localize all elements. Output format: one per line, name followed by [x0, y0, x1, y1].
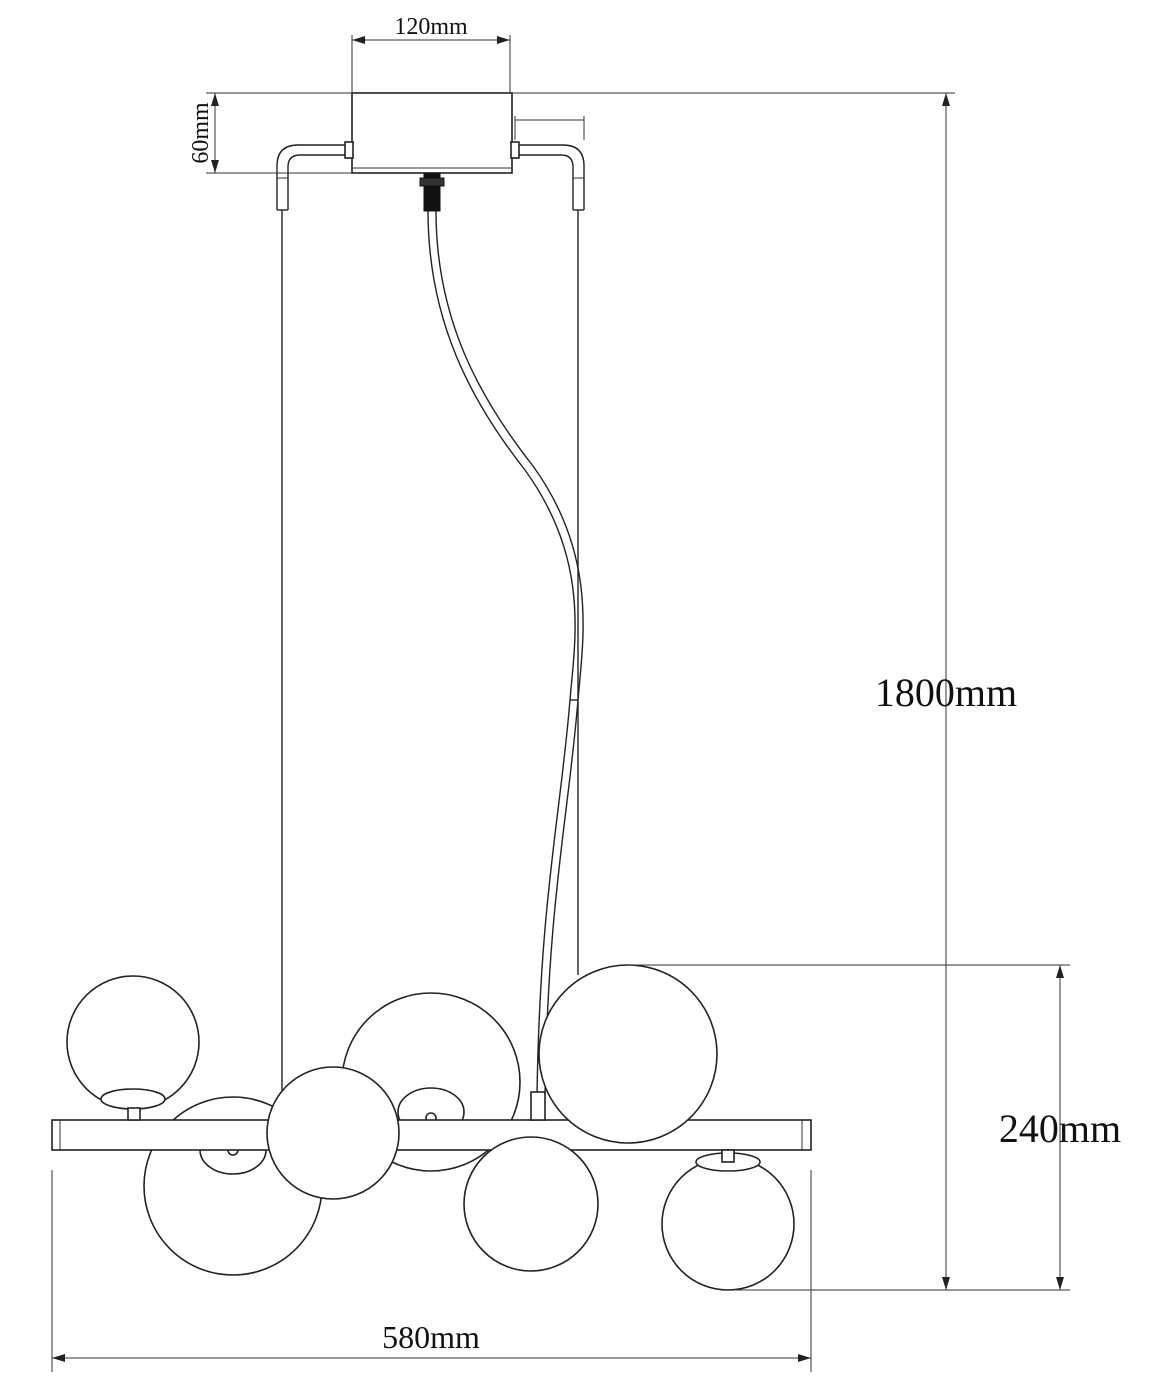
canopy-height-label: 60mm — [188, 102, 214, 164]
fixture-height-label: 240mm — [999, 1106, 1121, 1151]
dimension-lines — [51, 35, 1070, 1372]
suspension-wires — [281, 210, 579, 1117]
globe-bottom-center — [463, 1136, 599, 1272]
power-cable — [427, 210, 584, 1096]
globe-top-right — [538, 964, 718, 1144]
canopy-width-label: 120mm — [394, 14, 468, 40]
total-height-label: 1800mm — [875, 670, 1017, 715]
horizontal-bar — [51, 1119, 812, 1151]
globe-bottom-right — [661, 1157, 795, 1291]
globe-front-center-left — [266, 1066, 400, 1200]
front-globes — [66, 964, 795, 1291]
ceiling-canopy — [276, 92, 585, 212]
fixture-width-label: 580mm — [382, 1319, 480, 1355]
